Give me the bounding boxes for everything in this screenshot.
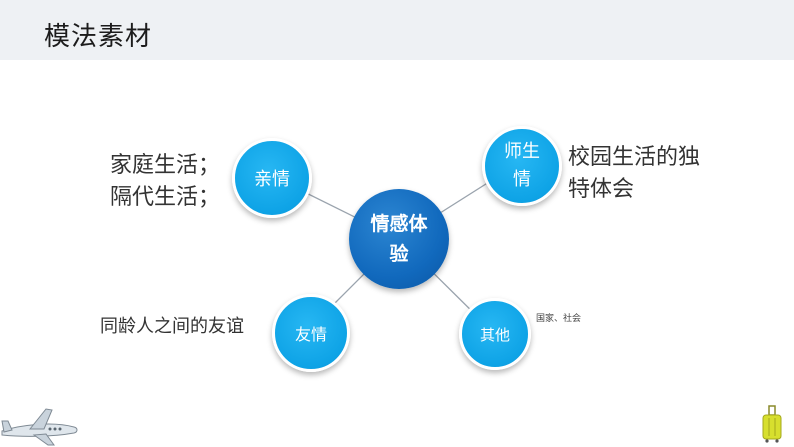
annotation-family-line2: 隔代生活； xyxy=(110,185,221,210)
center-node-line1: 情感体 xyxy=(370,213,428,235)
annotation-family: 家庭生活； 隔代生活； xyxy=(110,150,220,214)
node-shisheng-line1: 师生 xyxy=(504,141,540,162)
annotation-family-line1: 家庭生活； xyxy=(110,153,221,178)
node-shisheng[interactable]: 师生 情 xyxy=(482,126,562,206)
page-title: 模法素材 xyxy=(44,22,153,52)
annotation-school: 校园生活的独 特体会 xyxy=(568,142,718,206)
header-bar xyxy=(0,0,794,60)
node-qinqing[interactable]: 亲情 xyxy=(232,138,312,218)
annotation-school-line2: 特体会 xyxy=(568,177,635,202)
annotation-other: 国家、社会 xyxy=(536,314,582,324)
luggage-icon xyxy=(762,405,782,443)
node-youqing[interactable]: 友情 xyxy=(272,294,350,372)
node-qinqing-label: 亲情 xyxy=(254,169,290,190)
node-qita[interactable]: 其他 xyxy=(459,298,531,370)
node-qita-label: 其他 xyxy=(479,325,510,344)
center-node-line2: 验 xyxy=(389,243,409,265)
node-shisheng-line2: 情 xyxy=(513,169,531,190)
node-youqing-label: 友情 xyxy=(294,325,327,344)
center-node[interactable]: 情感体 验 xyxy=(349,189,449,289)
annotation-school-line1: 校园生活的独 xyxy=(568,145,701,170)
annotation-peers: 同龄人之间的友谊 xyxy=(100,316,244,337)
airplane-icon xyxy=(1,408,78,446)
